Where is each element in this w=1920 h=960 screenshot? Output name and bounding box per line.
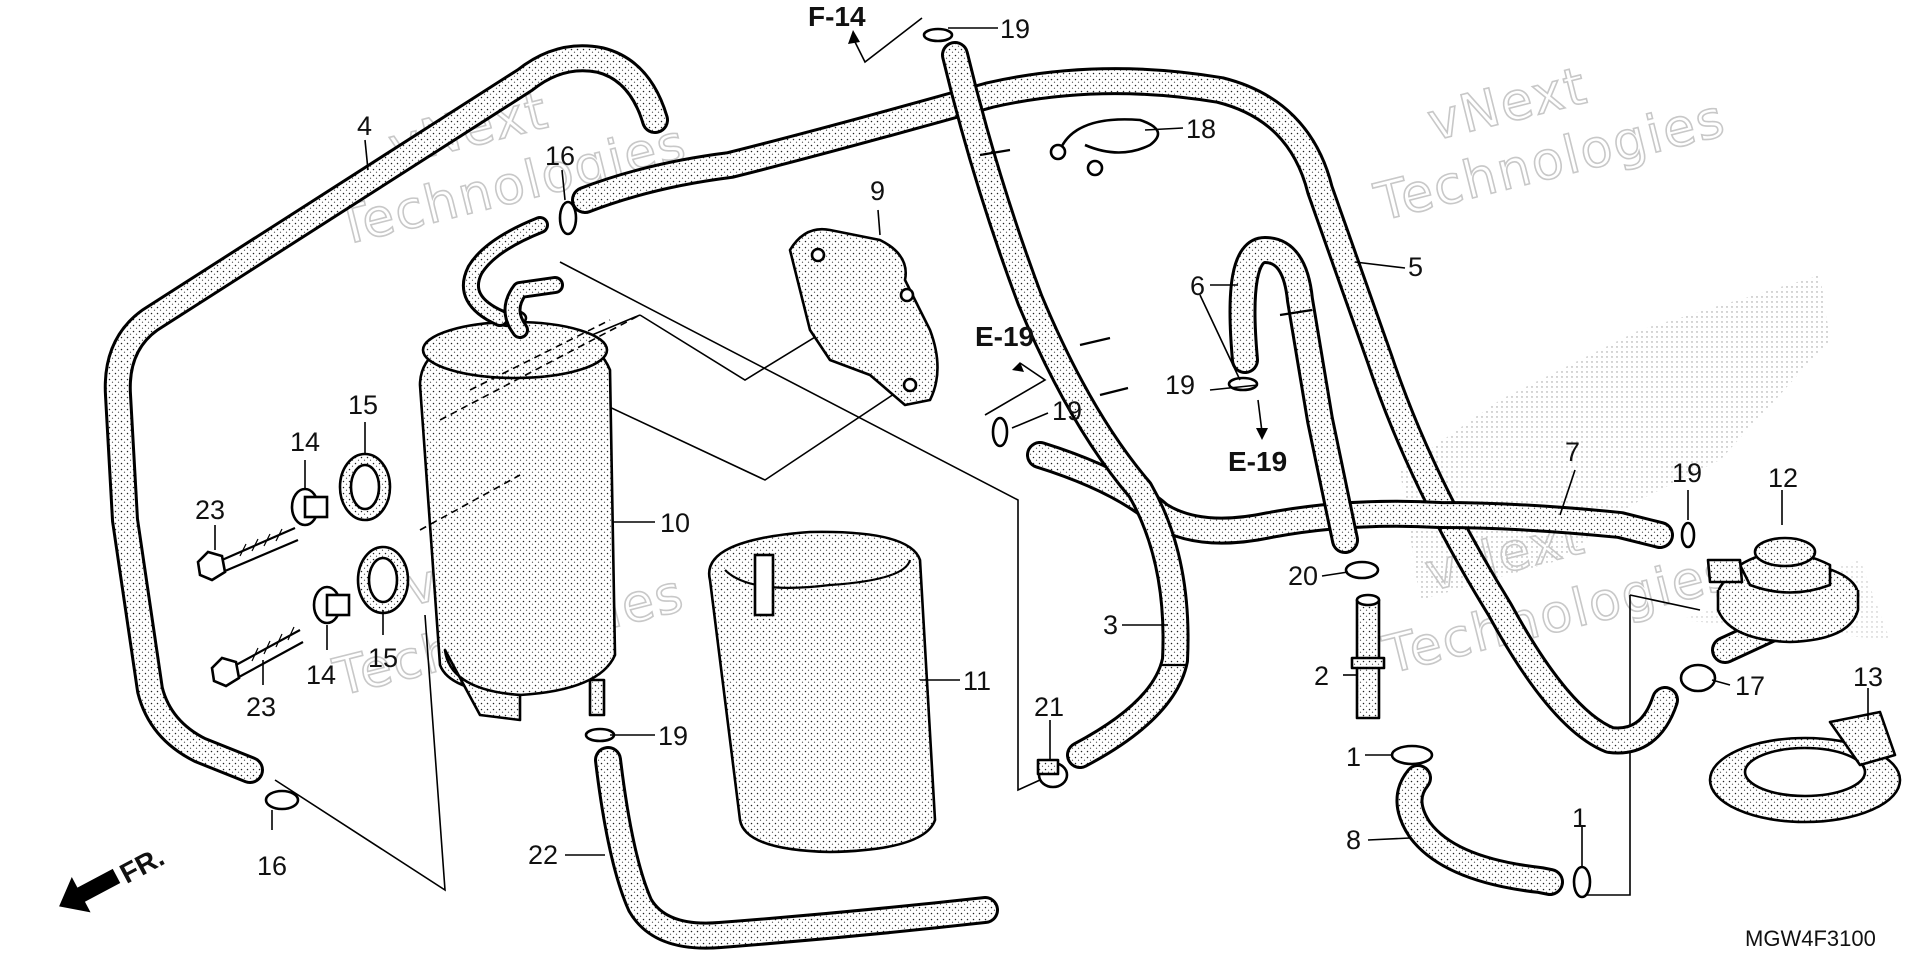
clip-19-mid [991,416,1009,448]
callout-5: 5 [1408,252,1423,282]
callout-16-upper: 16 [545,141,575,171]
callout-7: 7 [1565,437,1580,467]
hose-8 [1395,764,1564,896]
callout-16-lower: 16 [257,851,287,881]
hose-6 [1228,236,1359,554]
hose-4 [103,44,669,784]
clip-18 [1049,118,1160,177]
callout-15-lower: 15 [368,643,398,673]
small-clips [264,27,1717,899]
collar-14-lower [312,585,351,625]
clip-19-bottom [584,727,616,743]
ref-arrows [848,17,1268,440]
callout-15-upper: 15 [348,390,378,420]
clip-1-upper [1390,744,1434,766]
grommet-15-lower [356,545,410,615]
diagram-code: MGW4F3100 [1745,926,1876,951]
callout-14-upper: 14 [290,427,320,457]
callout-17: 17 [1735,671,1765,701]
bolt-23-lower [210,626,304,688]
callout-1-upper: 1 [1346,742,1361,772]
hose-22 [594,746,999,950]
callout-19-bottom: 19 [658,721,688,751]
clip-16-bottom [264,789,300,811]
callout-22: 22 [528,840,558,870]
callout-21: 21 [1034,692,1064,722]
bolt-23-upper [196,526,299,582]
clip-20 [1344,560,1380,580]
callout-12: 12 [1768,463,1798,493]
ref-label-e19-upper: E-19 [975,321,1034,352]
clip-17 [1679,663,1717,693]
ref-label-f14: F-14 [808,1,866,32]
ref-label-e19-lower: E-19 [1228,446,1287,477]
callout-13: 13 [1853,662,1883,692]
clamp-21 [1036,758,1069,789]
watermark-2: vNext Technologies [1368,55,1732,234]
callout-19-top: 19 [1000,14,1030,44]
callout-leaders [214,27,1869,866]
clip-16-top [558,200,578,236]
front-arrow: FR. [59,841,169,913]
callout-11: 11 [963,666,991,696]
callout-23-lower: 23 [246,692,276,722]
hose-5 [571,67,1679,755]
clip-19-top [922,27,954,43]
grommet-15-upper [338,452,392,522]
clip-1-lower [1572,865,1592,899]
callout-20: 20 [1288,561,1318,591]
canister-10 [418,216,641,722]
valve-12 [1706,536,1860,644]
bracket-9 [788,227,939,407]
callout-19-mid: 19 [1052,396,1082,426]
callout-18: 18 [1186,114,1216,144]
callout-23-upper: 23 [195,495,225,525]
callout-14-lower: 14 [306,660,336,690]
callout-6: 6 [1190,271,1205,301]
callout-3: 3 [1103,610,1118,640]
callout-19-e19: 19 [1165,370,1195,400]
cover-11 [707,530,937,854]
ring-13 [1708,710,1902,824]
callout-10: 10 [660,508,690,538]
callout-4: 4 [357,111,372,141]
callout-2: 2 [1314,661,1329,691]
callout-19-right: 19 [1672,458,1702,488]
callout-1-lower: 1 [1572,803,1587,833]
callout-9: 9 [870,176,885,206]
callout-8: 8 [1346,825,1361,855]
clip-19-right [1680,521,1696,549]
hose-3 [941,41,1190,769]
callout-numbers: 1 1 2 3 4 5 6 7 8 9 10 11 12 13 14 14 15… [195,14,1883,881]
front-arrow-label: FR. [115,841,169,890]
collar-14-upper [290,487,329,527]
joint-2 [1350,593,1386,720]
